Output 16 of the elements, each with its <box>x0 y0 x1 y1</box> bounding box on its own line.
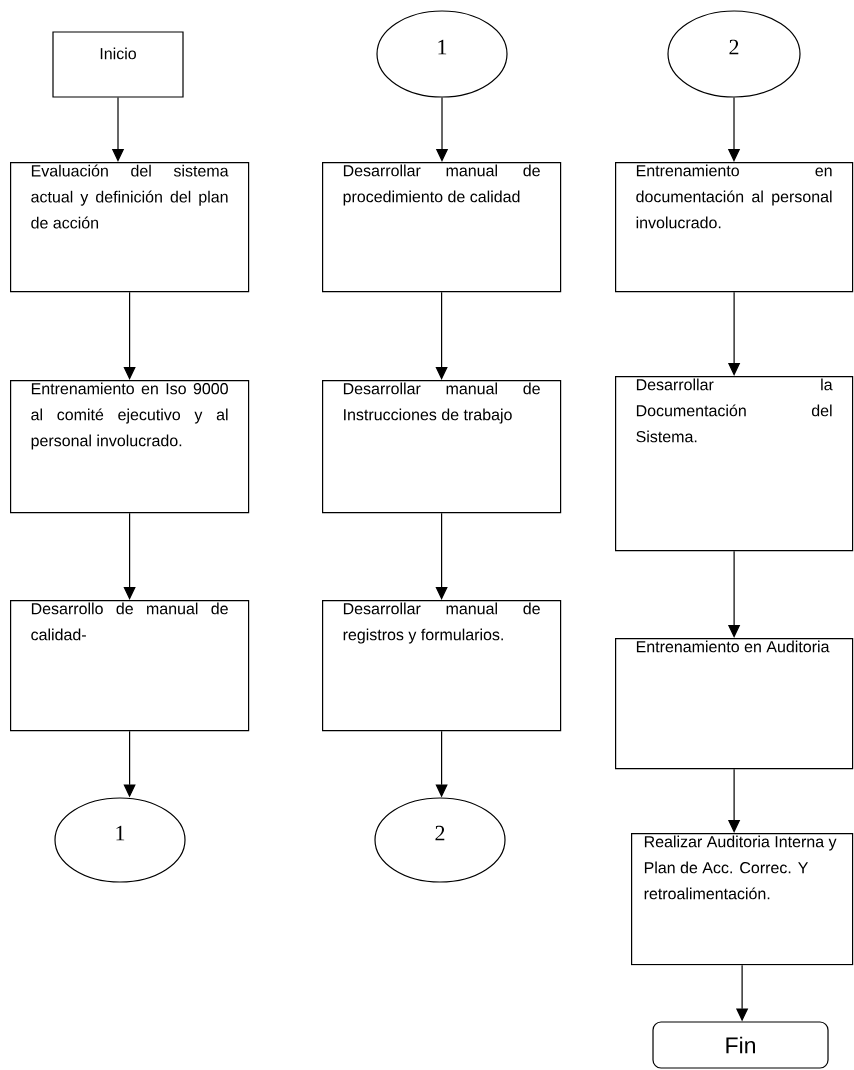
arrow <box>435 512 448 600</box>
process-box: Desarrollar manual de Instrucciones de trabajo <box>322 380 562 514</box>
process-box: Inicio <box>52 31 184 98</box>
process-box: Desarrollar la Documentación del Sistema. <box>615 376 854 552</box>
process-box: Entrenamiento en Auditoria <box>615 638 854 770</box>
process-box: Entrenamiento en Iso 9000 al comité ejecutivo y al personal involucrado. <box>10 380 250 514</box>
process-box: Desarrollar manual de procedimiento de calidad <box>322 162 562 293</box>
process-box: Entrenamiento en documentación al personal involucrado. <box>615 162 854 293</box>
terminal-box: Fin <box>652 1021 829 1069</box>
arrow <box>123 291 136 380</box>
process-box: Desarrollo de manual de calidad- <box>10 600 250 732</box>
arrow <box>435 291 448 380</box>
process-box: Desarrollar manual de registros y formularios. <box>322 600 562 732</box>
arrow <box>123 512 136 600</box>
process-box: Evaluación del sistema actual y definición del plan de acción <box>10 162 250 293</box>
process-box: Realizar Auditoria Interna y Plan de Acc. Correc. Y retroalimentación. <box>631 833 854 966</box>
